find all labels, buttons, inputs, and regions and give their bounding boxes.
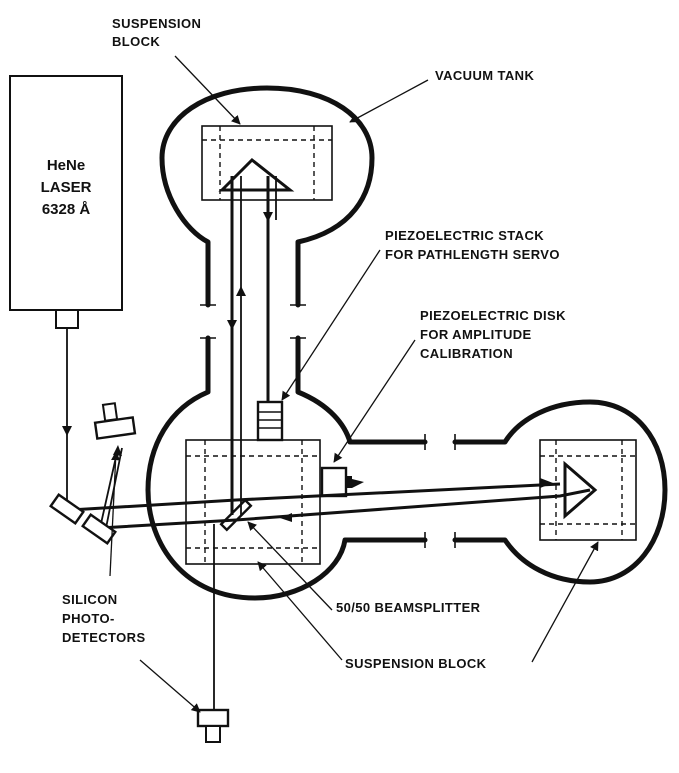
- beamsplitter: [219, 498, 253, 532]
- laser: HeNe LASER 6328 Å: [9, 75, 123, 329]
- vacuum-tank: [145, 85, 668, 601]
- label-photodetectors-line3: DETECTORS: [62, 630, 146, 645]
- label-photodetectors-line2: PHOTO-: [62, 611, 115, 626]
- laser-label-line2: LASER: [41, 179, 92, 196]
- steering-mirror-2: [81, 512, 117, 546]
- piezo-stack-layers: [258, 411, 282, 429]
- vacuum-tank-center-chamber: [145, 335, 428, 601]
- vacuum-tank-right-chamber: [452, 399, 668, 585]
- labels: SUSPENSION BLOCK VACUUM TANK PIEZOELECTR…: [62, 16, 566, 671]
- laser-beam-arrowhead: [62, 426, 72, 436]
- suspension-block-right: [539, 439, 637, 541]
- beam-arrowhead-down: [227, 320, 237, 330]
- leader-piezo-disk: [333, 339, 416, 463]
- label-vacuum-tank: VACUUM TANK: [435, 68, 534, 83]
- leader-beamsplitter: [247, 521, 333, 611]
- piezo-disk: [320, 466, 352, 498]
- photodetector-upper: [93, 402, 137, 440]
- label-suspension-block-top-line1: SUSPENSION: [112, 16, 201, 31]
- beam-arrowhead-down-2: [263, 212, 273, 222]
- label-photodetectors-line1: SILICON: [62, 592, 118, 607]
- label-piezo-stack-line1: PIEZOELECTRIC STACK: [385, 228, 544, 243]
- right-mirror-prism: [563, 460, 598, 520]
- label-piezo-stack-line2: FOR PATHLENGTH SERVO: [385, 247, 560, 262]
- photodetector-lower-body: [196, 708, 230, 728]
- suspension-block-center-hidden-lines: [186, 440, 320, 564]
- beam-arrowhead-right: [352, 479, 364, 488]
- label-piezo-disk-line1: PIEZOELECTRIC DISK: [420, 308, 566, 323]
- leader-photodetectors-upper: [109, 451, 121, 577]
- beam-to-right-mirror: [69, 482, 561, 512]
- suspension-block-top-hidden-lines: [202, 126, 332, 200]
- label-piezo-disk-line3: CALIBRATION: [420, 346, 513, 361]
- piezo-stack: [256, 400, 284, 442]
- label-suspension-block-top-line2: BLOCK: [112, 34, 160, 49]
- piezo-disk-face: [346, 476, 352, 488]
- leader-suspension-block-top: [174, 55, 241, 125]
- beam-arrowhead-left: [280, 513, 292, 522]
- suspension-block-right-hidden-lines: [540, 440, 636, 540]
- leader-photodetectors-lower: [139, 659, 201, 713]
- leader-suspension-block-bottom-center: [257, 561, 343, 661]
- photodetector-lower: [196, 708, 230, 743]
- steering-mirror-1: [49, 492, 85, 526]
- label-beamsplitter: 50/50 BEAMSPLITTER: [336, 600, 481, 615]
- leader-suspension-block-bottom-right: [531, 541, 599, 663]
- piezo-disk-body: [320, 466, 348, 498]
- top-mirror-prism: [218, 157, 295, 192]
- leader-piezo-stack: [281, 249, 381, 401]
- leader-vacuum-tank: [349, 79, 429, 123]
- label-piezo-disk-line2: FOR AMPLITUDE: [420, 327, 532, 342]
- label-suspension-block-bottom: SUSPENSION BLOCK: [345, 656, 487, 671]
- photodetector-upper-pin: [101, 402, 119, 422]
- laser-label-line1: HeNe: [47, 157, 85, 174]
- beam-arrowhead-up: [236, 286, 246, 296]
- photodetector-upper-body: [93, 416, 137, 440]
- vacuum-tank-top-chamber: [159, 85, 375, 308]
- suspension-block-right-frame: [539, 439, 637, 541]
- leader-lines: [109, 55, 599, 713]
- laser-housing: [9, 75, 123, 311]
- laser-label-line3: 6328 Å: [42, 201, 91, 218]
- laser-aperture: [55, 309, 79, 329]
- piezo-stack-body: [256, 400, 284, 442]
- beam-paths: [62, 176, 591, 710]
- beam-arrowhead-right-2: [540, 478, 553, 488]
- photodetector-lower-pin: [205, 725, 221, 743]
- beam-return-from-right: [99, 488, 591, 530]
